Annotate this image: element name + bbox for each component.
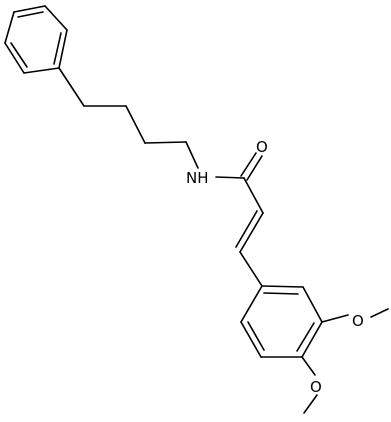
- carbonyl-double-bond: [240, 152, 257, 177]
- bond: [261, 285, 304, 288]
- bond: [144, 141, 187, 144]
- vinyl-linker: [235, 210, 264, 287]
- bond: [185, 141, 199, 169]
- para-oxygen-label: O: [310, 378, 322, 396]
- bond: [370, 308, 389, 318]
- bond: [301, 356, 316, 376]
- aromatic-inner-bond: [53, 32, 62, 65]
- aromatic-inner-bond: [296, 322, 315, 352]
- bond: [13, 5, 46, 13]
- aromatic-inner-bond: [17, 11, 44, 18]
- bond: [240, 285, 263, 323]
- alkene-double-bond: [235, 210, 258, 248]
- bond: [243, 177, 264, 214]
- meta-methoxy: [321, 308, 389, 323]
- carbonyl-oxygen-label: O: [256, 138, 268, 156]
- bond: [239, 251, 263, 287]
- alkene-double-bond: [239, 212, 264, 253]
- bond: [4, 42, 25, 74]
- carbonyl-double-bond: [246, 155, 263, 181]
- bond: [302, 286, 323, 323]
- bond: [58, 29, 68, 69]
- phenyl-ring: [4, 5, 68, 74]
- bond: [4, 11, 15, 44]
- bond: [58, 67, 85, 107]
- bond: [303, 394, 318, 414]
- bond: [23, 67, 60, 74]
- aromatic-inner-bond: [263, 292, 299, 295]
- butyl-chain: [58, 67, 199, 169]
- bond: [44, 5, 68, 31]
- bond: [215, 176, 245, 179]
- meta-oxygen-label: O: [352, 312, 364, 330]
- aromatic-inner-bond: [10, 42, 28, 68]
- nh-label: NH: [186, 169, 209, 187]
- dimethoxyphenyl-ring: [240, 285, 323, 358]
- aromatic-inner-bond: [247, 321, 265, 351]
- bond: [240, 321, 262, 358]
- amide-group: [215, 152, 264, 214]
- bond: [321, 314, 349, 323]
- bond: [301, 321, 323, 358]
- bond: [125, 105, 146, 144]
- para-methoxy: [301, 356, 318, 414]
